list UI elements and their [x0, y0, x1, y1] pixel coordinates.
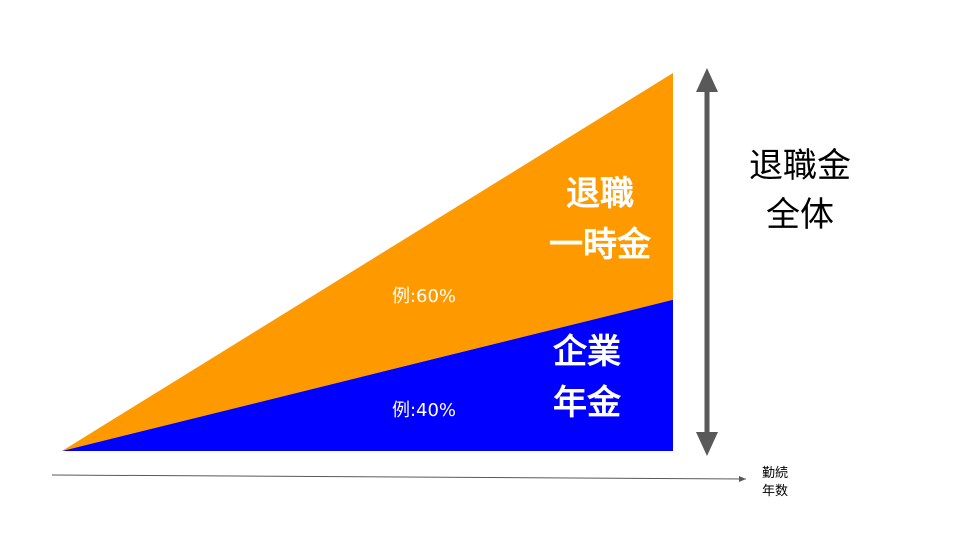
total-label-line1: 退職金	[749, 146, 851, 186]
lump-sum-label-line2: 一時金	[549, 225, 652, 265]
pension-area	[62, 299, 673, 451]
pension-example-percent: 例:40%	[392, 400, 456, 421]
x-axis-label-line2: 年数	[762, 484, 788, 499]
years-of-service-axis	[51, 474, 747, 482]
lump-sum-label-line1: 退職	[566, 174, 634, 214]
total-label-line2: 全体	[766, 195, 834, 235]
lump-sum-area	[62, 73, 673, 451]
pension-label-line2: 年金	[553, 383, 622, 423]
total-double-arrow	[696, 68, 718, 456]
lump-sum-example-percent: 例:60%	[392, 286, 456, 307]
pension-label-line1: 企業	[553, 332, 621, 372]
x-axis-label-line1: 勤続	[762, 466, 788, 481]
